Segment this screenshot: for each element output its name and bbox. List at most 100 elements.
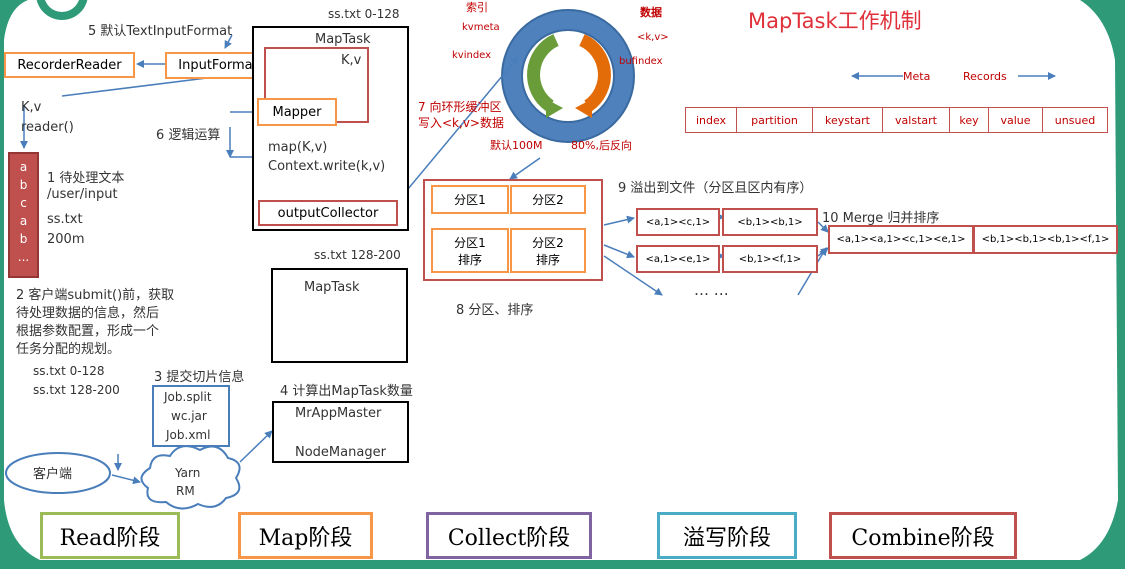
split-1: ss.txt 0-128 bbox=[33, 364, 105, 378]
stage-collect: Collect阶段 bbox=[426, 512, 592, 559]
step-2-line1: 2 客户端submit()前，获取 bbox=[16, 288, 175, 303]
stage-map-label: Map阶段 bbox=[258, 525, 353, 551]
step-2-line2: 待处理数据的信息，然后 bbox=[16, 306, 160, 321]
mapper-label: Mapper bbox=[272, 104, 322, 120]
input-char: ... bbox=[17, 250, 30, 264]
stage-read-label: Read阶段 bbox=[59, 525, 161, 551]
stage-map: Map阶段 bbox=[238, 512, 373, 559]
step-3-label: 3 提交切片信息 bbox=[154, 370, 245, 385]
partition-2-sorted-line1: 分区2 bbox=[532, 235, 564, 250]
meta-cell-partition: partition bbox=[737, 108, 813, 132]
partition-2-label: 分区2 bbox=[532, 193, 564, 207]
yarn-label: Yarn bbox=[175, 466, 201, 480]
maptask1-kv: K,v bbox=[341, 53, 362, 68]
nodemanager-label: NodeManager bbox=[295, 445, 386, 460]
maptask2-header: ss.txt 128-200 bbox=[314, 248, 401, 262]
meta-label: Meta bbox=[903, 70, 931, 83]
ring-kv: <k,v> bbox=[637, 32, 669, 43]
meta-cell-keystart: keystart bbox=[813, 108, 883, 132]
input-char: a bbox=[19, 214, 28, 228]
stage-read: Read阶段 bbox=[40, 512, 180, 559]
ring-kvindex: kvindex bbox=[452, 50, 492, 61]
partition-1-label: 分区1 bbox=[454, 193, 486, 207]
job-xml: Job.xml bbox=[166, 428, 211, 442]
step-1-label: 1 待处理文本 bbox=[47, 171, 125, 186]
spill-r2c2-label: <b,1><f,1> bbox=[738, 253, 802, 265]
partition-1: 分区1 bbox=[431, 185, 509, 214]
stage-collect-label: Collect阶段 bbox=[447, 525, 571, 551]
spill-r2c2: <b,1><f,1> bbox=[722, 245, 818, 273]
ring-kvmeta: kvmeta bbox=[462, 22, 500, 33]
merge-2-label: <b,1><b,1><b,1><f,1> bbox=[981, 234, 1110, 245]
step-7-line1: 7 向环形缓冲区 bbox=[418, 100, 502, 114]
job-split: Job.split bbox=[164, 390, 212, 404]
meta-cell-valstart: valstart bbox=[883, 108, 950, 132]
recorder-reader-label: RecorderReader bbox=[17, 57, 122, 73]
input-size: 200m bbox=[47, 232, 85, 247]
step-9-label: 9 溢出到文件（分区且区内有序） bbox=[618, 181, 813, 196]
client-ellipse bbox=[5, 452, 111, 494]
merge-2: <b,1><b,1><b,1><f,1> bbox=[973, 225, 1118, 254]
recorder-reader-box: RecorderReader bbox=[4, 52, 135, 78]
job-jar: wc.jar bbox=[171, 409, 207, 423]
meta-cell-unsued: unsued bbox=[1054, 113, 1096, 127]
step-5-label: 5 默认TextInputFormat bbox=[88, 24, 233, 39]
page-title: MapTask工作机制 bbox=[748, 9, 922, 33]
partition-1-sorted-line1: 分区1 bbox=[454, 235, 486, 250]
partition-1-sorted: 分区1 排序 bbox=[431, 228, 509, 273]
mapper-box: Mapper bbox=[257, 98, 337, 126]
client-label: 客户端 bbox=[33, 467, 73, 482]
spill-r1c1-label: <a,1><c,1> bbox=[645, 216, 711, 228]
meta-table: index partition keystart valstart key va… bbox=[685, 107, 1108, 133]
reader-call: reader() bbox=[21, 120, 74, 135]
context-write: Context.write(k,v) bbox=[268, 159, 386, 174]
maptask2-box: MapTask bbox=[271, 268, 408, 363]
ring-data-label: 数据 bbox=[640, 6, 662, 19]
appmaster-box: MrAppMaster NodeManager bbox=[272, 401, 409, 463]
ring-reverse: 80%,后反向 bbox=[571, 139, 632, 152]
input-char: b bbox=[19, 232, 28, 246]
stage-spill: 溢写阶段 bbox=[657, 512, 797, 559]
partition-2-sorted: 分区2 排序 bbox=[510, 228, 586, 273]
spill-r2c1: <a,1><e,1> bbox=[636, 245, 720, 273]
ring-buffer bbox=[501, 9, 635, 143]
input-file: ss.txt bbox=[47, 212, 83, 227]
merge-1-label: <a,1><a,1><c,1><e,1> bbox=[836, 234, 966, 245]
stage-spill-label: 溢写阶段 bbox=[682, 525, 771, 551]
step-2-line3: 根据参数配置，形成一个 bbox=[16, 324, 160, 339]
maptask1-box: MapTask bbox=[252, 26, 409, 231]
input-char: a bbox=[19, 160, 28, 174]
spill-r1c2-label: <b,1><b,1> bbox=[737, 216, 803, 228]
ring-bufindex: bufindex bbox=[619, 56, 663, 67]
stage-combine-label: Combine阶段 bbox=[851, 525, 995, 551]
stage-combine: Combine阶段 bbox=[829, 512, 1017, 559]
map-call: map(K,v) bbox=[268, 140, 328, 155]
records-label: Records bbox=[963, 70, 1007, 83]
partition-2: 分区2 bbox=[510, 185, 586, 214]
input-path: /user/input bbox=[47, 187, 118, 202]
ring-index-label: 索引 bbox=[466, 1, 488, 14]
output-collector-label: outputCollector bbox=[277, 205, 379, 221]
output-collector-box: outputCollector bbox=[258, 200, 398, 226]
reader-kv: K,v bbox=[21, 100, 42, 115]
maptask1-header: ss.txt 0-128 bbox=[328, 7, 400, 21]
split-2: ss.txt 128-200 bbox=[33, 383, 120, 397]
step-7-line2: 写入<k,v>数据 bbox=[418, 116, 504, 130]
appmaster-label: MrAppMaster bbox=[295, 406, 382, 421]
spill-r1c1: <a,1><c,1> bbox=[636, 208, 720, 236]
meta-cell-value: value bbox=[989, 108, 1043, 132]
step-10-label: 10 Merge 归并排序 bbox=[822, 211, 940, 226]
maptask1-title: MapTask bbox=[315, 32, 371, 47]
partition-1-sorted-line2: 排序 bbox=[457, 252, 482, 267]
partition-2-sorted-line2: 排序 bbox=[535, 252, 560, 267]
step-6-label: 6 逻辑运算 bbox=[156, 128, 221, 143]
ring-default: 默认100M bbox=[490, 139, 543, 152]
spill-r1c2: <b,1><b,1> bbox=[722, 208, 818, 236]
meta-cell-key: key bbox=[950, 108, 989, 132]
spill-r2c1-label: <a,1><e,1> bbox=[645, 253, 711, 265]
meta-cell-index: index bbox=[686, 108, 737, 132]
step-4-label: 4 计算出MapTask数量 bbox=[280, 384, 413, 399]
step-2-line4: 任务分配的规划。 bbox=[16, 342, 121, 357]
